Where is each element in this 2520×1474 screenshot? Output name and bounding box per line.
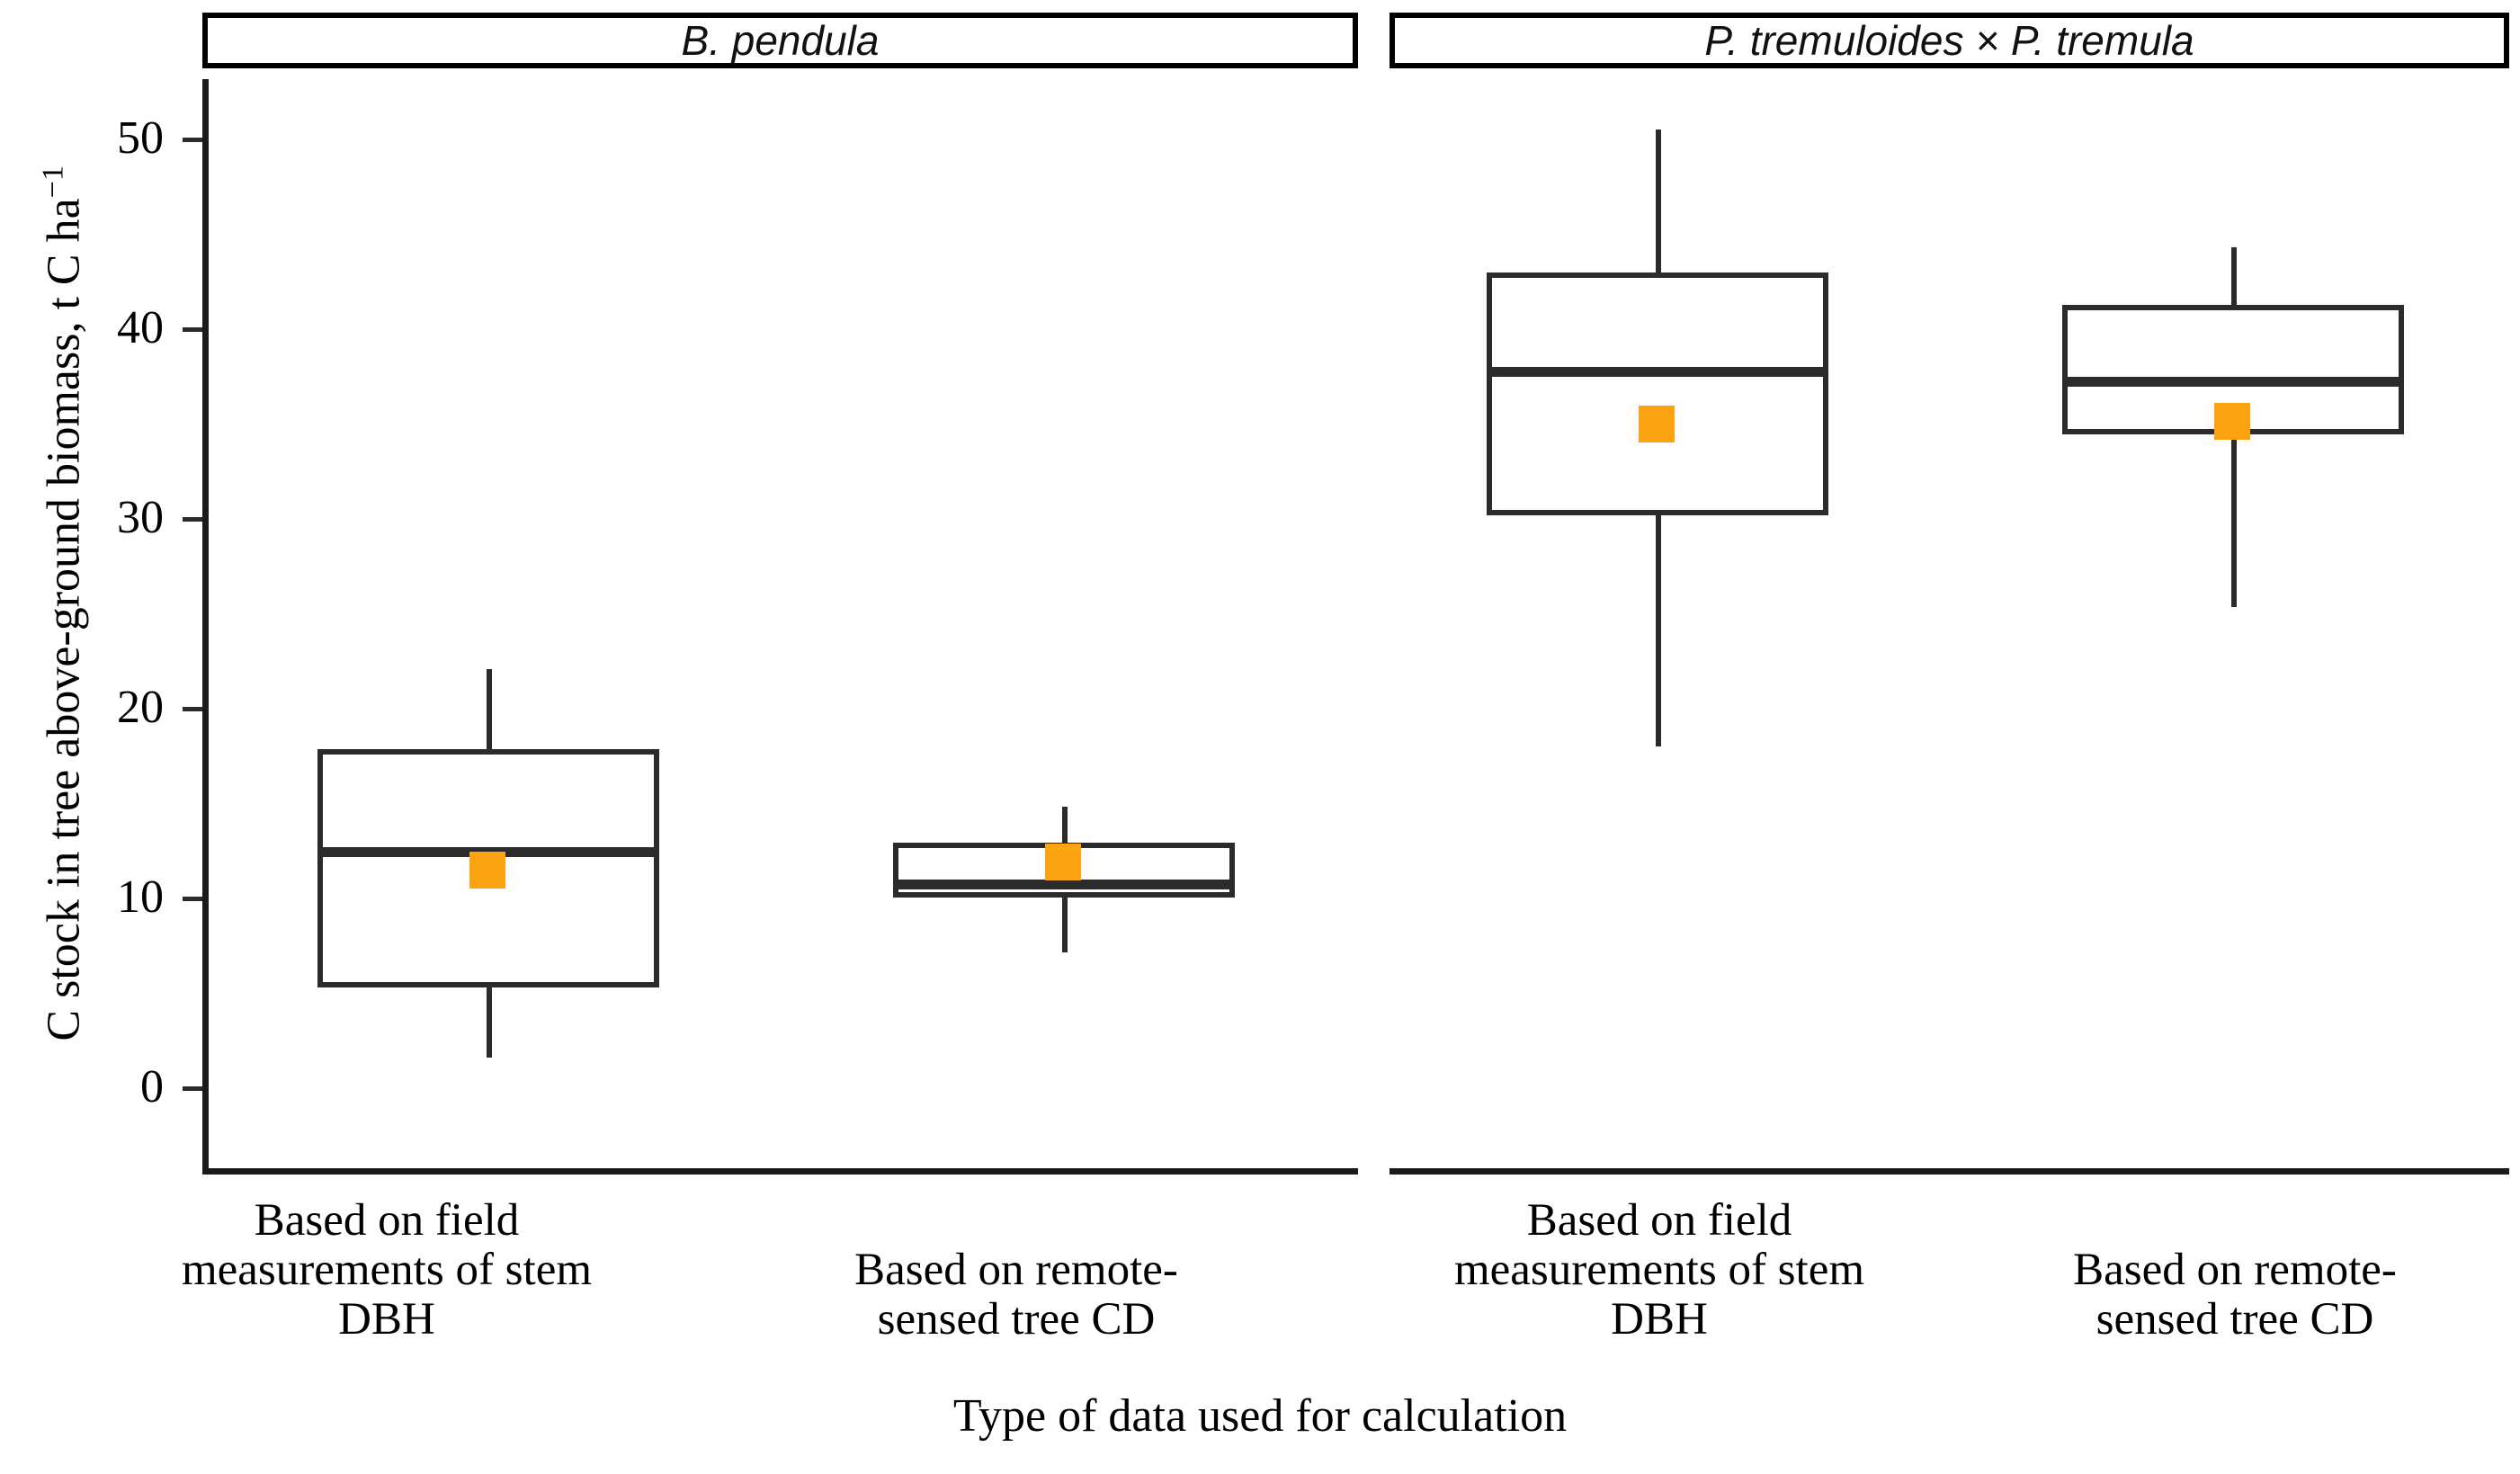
panel-p-tremuloides xyxy=(1390,79,2509,1175)
mean-marker xyxy=(2214,403,2250,440)
y-tick-label-50: 50 xyxy=(117,112,164,164)
whisker-upper xyxy=(2231,247,2237,313)
x-tick-label-panel2-dbh: Based on field measurements of stem DBH xyxy=(1443,1195,1875,1345)
boxplot-populus-dbh[interactable] xyxy=(1390,79,2509,1175)
y-axis-title-text: C stock in tree above-ground biomass, t … xyxy=(38,198,90,1041)
median-line xyxy=(893,880,1235,889)
box-iqr xyxy=(317,749,659,987)
y-tick-label-20: 20 xyxy=(117,682,164,733)
y-tick-label-40: 40 xyxy=(117,302,164,353)
boxplot-populus-cd[interactable] xyxy=(1390,79,2509,1175)
y-tick-label-10: 10 xyxy=(117,871,164,923)
x-axis-title: Type of data used for calculation xyxy=(952,1390,1568,1442)
mean-marker xyxy=(1639,406,1675,442)
y-axis-title-exponent: −1 xyxy=(35,165,70,199)
x-tick-line-1: Based on field xyxy=(1526,1195,1792,1246)
x-tick-line-1: Based on remote- xyxy=(854,1245,1178,1295)
whisker-upper xyxy=(1062,807,1068,847)
y-tick-mark-40 xyxy=(183,327,202,332)
whisker-lower xyxy=(487,983,492,1058)
x-tick-label-panel2-cd: Based on remote- sensed tree CD xyxy=(2019,1245,2451,1345)
x-tick-line-1: Based on remote- xyxy=(2073,1245,2397,1295)
y-tick-mark-50 xyxy=(183,138,202,142)
y-tick-label-30: 30 xyxy=(117,492,164,543)
y-tick-mark-10 xyxy=(183,897,202,901)
facet-strip-p-tremuloides: P. tremuloides × P. tremula xyxy=(1390,13,2509,68)
x-tick-line-3: DBH xyxy=(1611,1294,1708,1345)
whisker-upper xyxy=(1656,130,1661,279)
whisker-lower xyxy=(1062,893,1068,952)
mean-marker xyxy=(1045,844,1081,880)
y-axis-line xyxy=(202,79,209,1175)
x-tick-line-3: DBH xyxy=(338,1294,435,1345)
mean-marker xyxy=(469,852,505,889)
x-tick-line-2: sensed tree CD xyxy=(877,1294,1156,1345)
median-line xyxy=(1487,367,1828,377)
x-axis-line-panel-1 xyxy=(202,1168,1358,1175)
y-tick-mark-30 xyxy=(183,517,202,522)
whisker-upper xyxy=(487,669,492,754)
y-axis-title: C stock in tree above-ground biomass, t … xyxy=(35,37,90,1170)
whisker-lower xyxy=(2231,430,2237,607)
y-tick-mark-0 xyxy=(183,1086,202,1091)
x-tick-label-panel1-dbh: Based on field measurements of stem DBH xyxy=(171,1195,603,1345)
median-line xyxy=(2062,377,2404,387)
panel-b-pendula xyxy=(202,79,1358,1175)
whisker-lower xyxy=(1656,511,1661,746)
x-tick-line-2: measurements of stem xyxy=(1453,1245,1865,1296)
y-tick-mark-20 xyxy=(183,707,202,711)
x-tick-line-2: measurements of stem xyxy=(181,1245,593,1296)
x-tick-line-1: Based on field xyxy=(254,1195,520,1246)
x-tick-line-2: sensed tree CD xyxy=(2096,1294,2374,1345)
x-tick-label-panel1-cd: Based on remote- sensed tree CD xyxy=(800,1245,1232,1345)
facet-strip-label-left: B. pendula xyxy=(681,17,880,64)
y-tick-label-0: 0 xyxy=(140,1061,164,1112)
box-iqr xyxy=(1487,272,1828,515)
boxplot-b-pendula-cd[interactable] xyxy=(202,79,1358,1175)
facet-strip-label-right: P. tremuloides × P. tremula xyxy=(1704,17,2194,64)
boxplot-b-pendula-dbh[interactable] xyxy=(202,79,1358,1175)
x-axis-line-panel-2 xyxy=(1390,1168,2509,1175)
facet-strip-b-pendula: B. pendula xyxy=(202,13,1358,68)
